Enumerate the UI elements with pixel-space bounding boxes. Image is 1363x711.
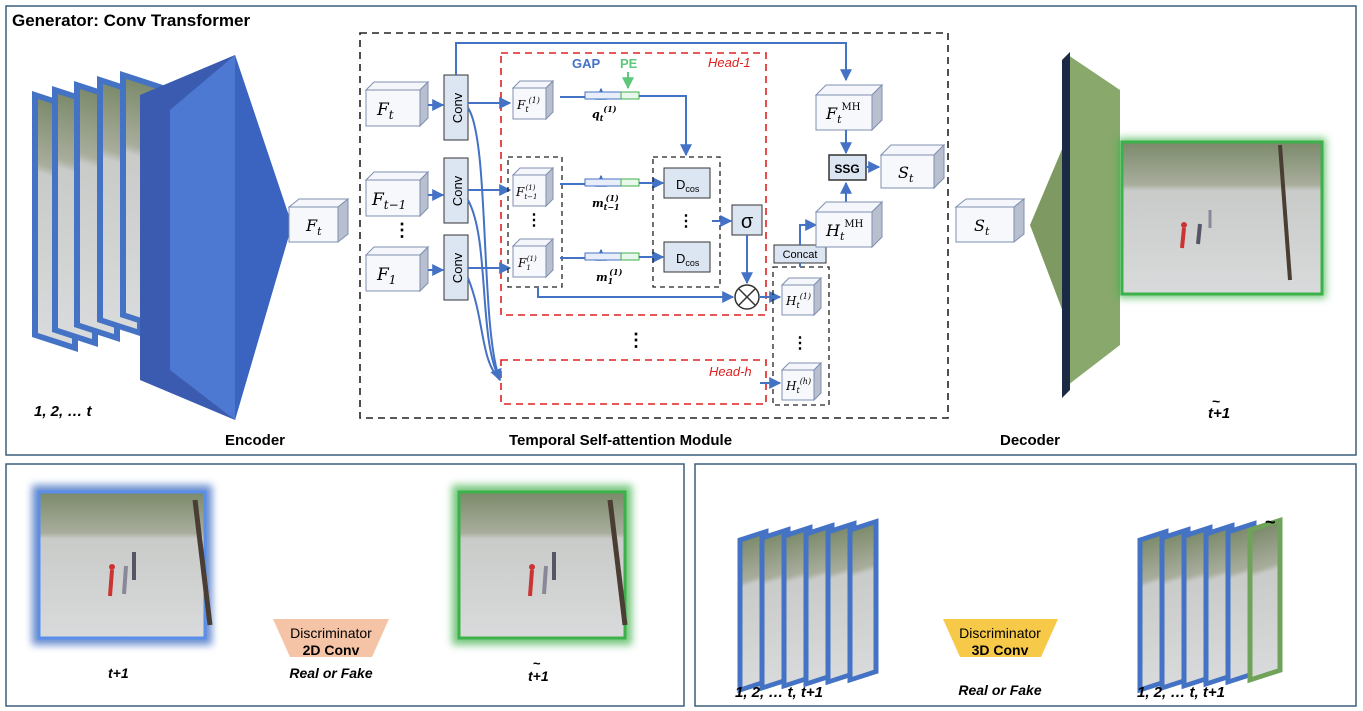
head-feature-ft: Ft(1) bbox=[511, 79, 555, 121]
feature-cube-ft: Ft bbox=[364, 80, 430, 128]
dcos-box-2: Dcos bbox=[663, 241, 711, 273]
conv-box-1: Conv bbox=[443, 74, 469, 141]
svg-text:Conv: Conv bbox=[450, 175, 465, 206]
disc3d-block: Discriminator 3D Conv bbox=[943, 619, 1058, 658]
conv-box-2: Conv bbox=[443, 157, 469, 224]
svg-text:Conv: Conv bbox=[450, 252, 465, 283]
svg-text:σ: σ bbox=[741, 211, 754, 233]
head1-box bbox=[500, 52, 767, 316]
attention-module-box bbox=[359, 32, 949, 419]
disc3d-real-seq-label: 1, 2, … t, t+1 bbox=[735, 684, 823, 701]
ssg-box: SSG bbox=[828, 154, 867, 181]
headh-box bbox=[500, 359, 767, 405]
disc3d-real-fake: Real or Fake bbox=[958, 682, 1041, 698]
encoder-label: Encoder bbox=[225, 432, 285, 449]
head-feature-f1: F1(1) bbox=[511, 237, 555, 279]
disc3d-title: Discriminator bbox=[959, 625, 1041, 641]
memory-label-1: m1(1) bbox=[596, 267, 623, 286]
pe-label: PE bbox=[620, 56, 638, 71]
dcos-group-box bbox=[652, 156, 721, 288]
disc3d-type: 3D Conv bbox=[972, 642, 1029, 658]
query-vector bbox=[584, 91, 640, 100]
concat-box: Concat bbox=[773, 244, 827, 264]
svg-text:Ft−1(1): Ft−1(1) bbox=[515, 184, 537, 201]
feature-cube-f1: F1 bbox=[364, 245, 430, 293]
head-output-h1: Ht(1) bbox=[780, 276, 823, 317]
real-frame-2d bbox=[32, 485, 213, 645]
decoder-block bbox=[1030, 52, 1120, 398]
encoded-feature-cube: Ft bbox=[287, 197, 350, 244]
memory-vector-1 bbox=[584, 252, 640, 261]
conv-box-3: Conv bbox=[443, 234, 469, 301]
disc2d-type: 2D Conv bbox=[303, 642, 360, 658]
svg-text:SSG: SSG bbox=[834, 162, 859, 176]
output-frame-label: t+1 bbox=[1208, 405, 1230, 422]
head-output-hh: Ht(h) bbox=[780, 361, 823, 402]
query-label: qt(1) bbox=[592, 104, 617, 123]
disc3d-panel bbox=[694, 463, 1357, 707]
decoder-label: Decoder bbox=[1000, 432, 1060, 449]
disc2d-fake-label: t+1 bbox=[528, 668, 549, 684]
decoded-feature-cube: St bbox=[954, 197, 1026, 244]
tilde-mark: ~ bbox=[1212, 393, 1220, 409]
feature-cube-ft-1: Ft−1 bbox=[364, 170, 430, 218]
svg-text:⋮: ⋮ bbox=[792, 335, 808, 352]
h-multihead-cube: HtMH bbox=[814, 200, 884, 249]
svg-text:⋮: ⋮ bbox=[678, 213, 694, 230]
head-ellipsis: ⋮ bbox=[627, 330, 645, 350]
fake-sequence-3d bbox=[1137, 516, 1283, 694]
multiply-node bbox=[734, 284, 760, 310]
fake-tilde: ~ bbox=[1265, 512, 1276, 532]
sigma-box: σ bbox=[731, 204, 763, 236]
memory-group-box bbox=[507, 156, 563, 288]
feature-ellipsis: ⋮ bbox=[393, 220, 411, 240]
disc2d-panel bbox=[5, 463, 685, 707]
generator-panel bbox=[5, 5, 1357, 456]
fake-frame-2d bbox=[452, 485, 632, 645]
head-feature-ft-1: Ft−1(1) bbox=[511, 166, 555, 208]
svg-text:⋮: ⋮ bbox=[526, 212, 542, 229]
st-cube: St bbox=[879, 143, 946, 190]
disc3d-fake-seq-label: 1, 2, … t, t+1 bbox=[1137, 684, 1225, 701]
svg-text:Conv: Conv bbox=[450, 92, 465, 123]
dcos-box-1: Dcos bbox=[663, 167, 711, 199]
output-frame bbox=[1118, 138, 1326, 298]
input-frames-label: 1, 2, … t bbox=[34, 403, 93, 420]
attention-title: Temporal Self-attention Module bbox=[509, 432, 732, 449]
svg-text:Concat: Concat bbox=[783, 249, 818, 261]
memory-vector-t-1 bbox=[584, 178, 640, 187]
gap-label: GAP bbox=[572, 56, 601, 71]
disc2d-real-label: t+1 bbox=[108, 665, 129, 681]
svg-text:~: ~ bbox=[533, 656, 541, 671]
encoder-block bbox=[140, 55, 292, 420]
disc2d-real-fake: Real or Fake bbox=[289, 665, 372, 681]
generator-title: Generator: Conv Transformer bbox=[12, 11, 250, 30]
f-multihead-cube: FtMH bbox=[814, 83, 884, 132]
disc2d-title: Discriminator bbox=[290, 625, 372, 641]
memory-label-t-1: mt−1(1) bbox=[592, 193, 620, 212]
headh-label: Head-h bbox=[709, 364, 752, 379]
disc2d-block: Discriminator 2D Conv bbox=[273, 619, 389, 658]
real-sequence-3d bbox=[737, 518, 879, 694]
head1-label: Head-1 bbox=[708, 55, 751, 70]
